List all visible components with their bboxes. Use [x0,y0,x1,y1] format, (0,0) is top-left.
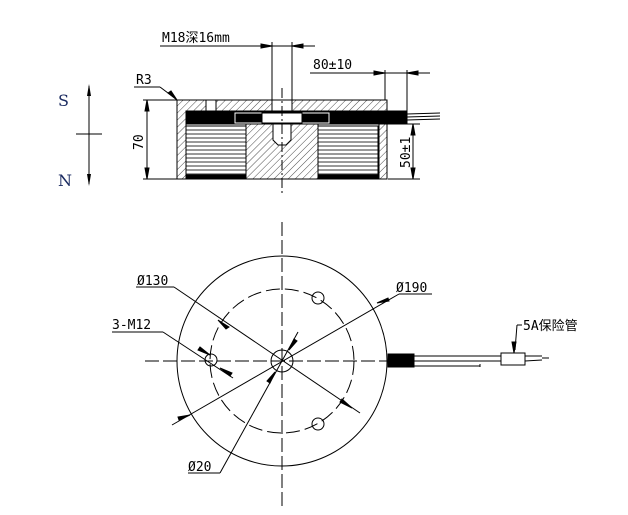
mounting-hole [311,417,325,431]
holes-label: 3-M12 [112,318,151,333]
thread-label: M18深16mm [162,31,230,46]
pole-indicator: S N [58,84,102,190]
pole-label-bottom: N [58,171,72,190]
height-label: 70 [132,134,147,150]
mounting-hole [311,291,325,305]
coil-right [317,125,379,177]
outer-diameter-label: Ø190 [396,281,427,296]
cable-gland-top [387,353,415,368]
side-view [134,42,441,193]
mounting-hole [204,353,218,367]
arrow-down-icon [87,174,91,186]
fuse-label: 5A保险管 [523,319,578,334]
coil-left [185,125,247,177]
pole-label-top: S [58,91,69,110]
inner-circle-label: Ø130 [137,274,168,289]
top-view [112,222,549,508]
arrow-up-icon [87,84,91,96]
threaded-hole [272,123,292,146]
radius-label: R3 [136,73,152,88]
fuse-holder [500,352,526,366]
center-hole-label: Ø20 [188,460,211,475]
cable-length-label: 80±10 [313,58,352,73]
cable-gland [378,110,408,125]
cable-height-label: 50±1 [399,137,414,168]
cable-hole [205,99,217,112]
